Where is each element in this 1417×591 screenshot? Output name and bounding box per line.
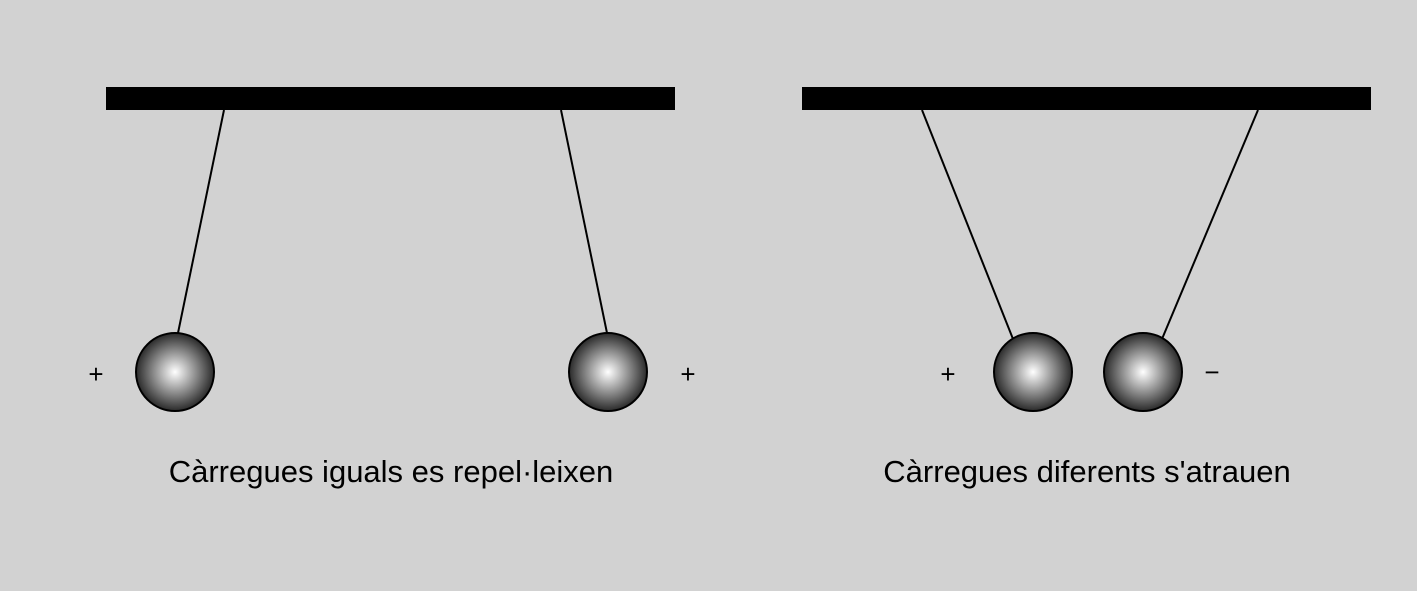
charge-label-right-panel-1: +: [940, 359, 956, 389]
caption-like-charges: Càrregues iguals es repel·leixen: [168, 454, 614, 489]
thread-right-panel-2: [1161, 109, 1259, 340]
thread-right-panel-1: [921, 109, 1014, 340]
sphere-left-panel-1: [135, 332, 215, 412]
sphere-right-panel-2: [1103, 332, 1183, 412]
charge-label-right-panel-2: −: [1204, 357, 1220, 387]
support-bar-left: [106, 87, 675, 110]
thread-left-panel-2: [560, 109, 608, 334]
charge-label-left-panel-2: +: [680, 359, 696, 389]
charge-label-left-panel-1: +: [88, 359, 104, 389]
caption-opposite-charges: Càrregues diferents s'atrauen: [883, 454, 1291, 489]
support-bar-right: [802, 87, 1371, 110]
sphere-left-panel-2: [568, 332, 648, 412]
sphere-right-panel-1: [993, 332, 1073, 412]
thread-left-panel-1: [177, 109, 225, 334]
